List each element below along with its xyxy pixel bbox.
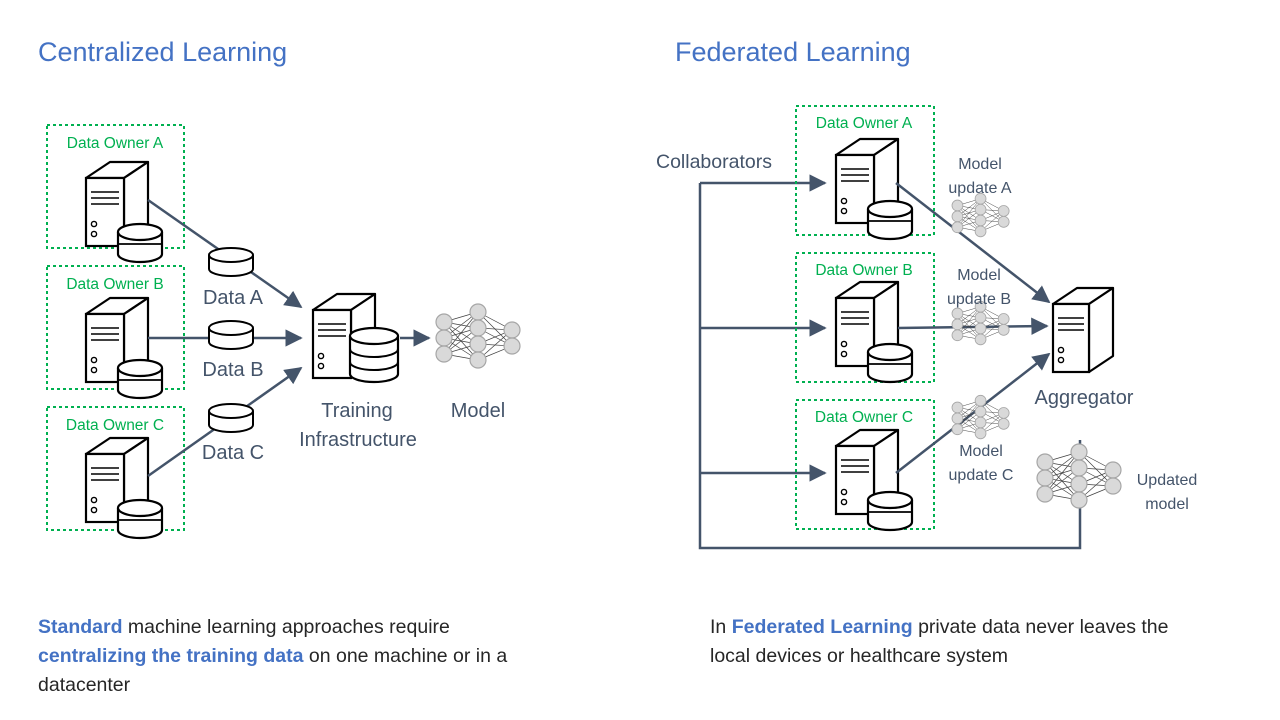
database-icon: [208, 247, 254, 277]
server-icon: [834, 137, 914, 241]
fed-owner-c-label: Data Owner C: [815, 409, 913, 426]
server-icon: [84, 160, 164, 264]
caption-highlight: Standard: [38, 616, 123, 638]
data-owner-b-label: Data Owner B: [66, 276, 163, 293]
aggregator-label: Aggregator: [1035, 387, 1134, 409]
data-c-label: Data C: [202, 442, 264, 464]
caption-text: machine learning approaches require: [122, 616, 450, 638]
data-owner-b-box: Data Owner B: [46, 265, 185, 400]
fed-owner-b-label: Data Owner B: [815, 262, 912, 279]
update-b-line1: Model: [957, 267, 1001, 284]
server-icon: [84, 436, 164, 540]
update-a-line2: update A: [948, 180, 1012, 197]
database-icon: [208, 320, 254, 350]
caption-highlight: centralizing the training data: [38, 645, 304, 667]
centralized-caption: Standard machine learning approaches req…: [38, 613, 558, 700]
training-label-line2: Infrastructure: [299, 429, 417, 451]
fed-owner-a-label: Data Owner A: [816, 115, 913, 132]
federated-title: Federated Learning: [675, 37, 911, 67]
caption-text: In: [710, 616, 732, 638]
fed-owner-b-box: Data Owner B: [795, 252, 935, 384]
model-update-c-icon: [951, 394, 1010, 440]
database-icon: [208, 403, 254, 433]
training-infrastructure: Training Infrastructure: [299, 292, 417, 451]
update-c-line2: update C: [949, 467, 1014, 484]
server-icon: [834, 280, 914, 384]
model-update-a-icon: [951, 192, 1010, 238]
updated-model-line2: model: [1145, 496, 1189, 513]
update-b-line2: update B: [947, 291, 1011, 308]
aggregator: Aggregator: [1035, 286, 1134, 409]
neural-network-icon: [435, 303, 521, 369]
data-owner-a-box: Data Owner A: [46, 124, 185, 264]
caption-text: on one machine or in a datacenter: [38, 645, 508, 696]
update-c-line1: Model: [959, 443, 1003, 460]
data-owner-a-label: Data Owner A: [67, 135, 164, 152]
data-a-label: Data A: [203, 287, 264, 309]
caption-text: private data never leaves the local devi…: [710, 616, 1169, 667]
updated-model-icon: [1036, 443, 1122, 509]
updated-model-line1: Updated: [1137, 472, 1198, 489]
server-icon: [84, 296, 164, 400]
data-b-label: Data B: [202, 359, 263, 381]
collaborators-label: Collaborators: [656, 151, 772, 173]
model-label: Model: [451, 400, 505, 422]
data-owner-c-box: Data Owner C: [46, 406, 185, 540]
fed-owner-c-box: Data Owner C: [795, 399, 935, 532]
server-icon: [1051, 286, 1115, 374]
server-icon: [834, 428, 914, 532]
data-owner-c-label: Data Owner C: [66, 417, 164, 434]
database-stack-icon: [348, 326, 400, 384]
training-label-line1: Training: [321, 400, 393, 422]
fed-owner-a-box: Data Owner A: [795, 105, 935, 241]
update-a-line1: Model: [958, 156, 1002, 173]
arrow-update-a: [895, 182, 1051, 304]
federated-caption: In Federated Learning private data never…: [710, 613, 1180, 671]
arrow-update-c: [895, 352, 1051, 474]
centralized-title: Centralized Learning: [38, 37, 287, 67]
caption-highlight: Federated Learning: [731, 616, 913, 638]
